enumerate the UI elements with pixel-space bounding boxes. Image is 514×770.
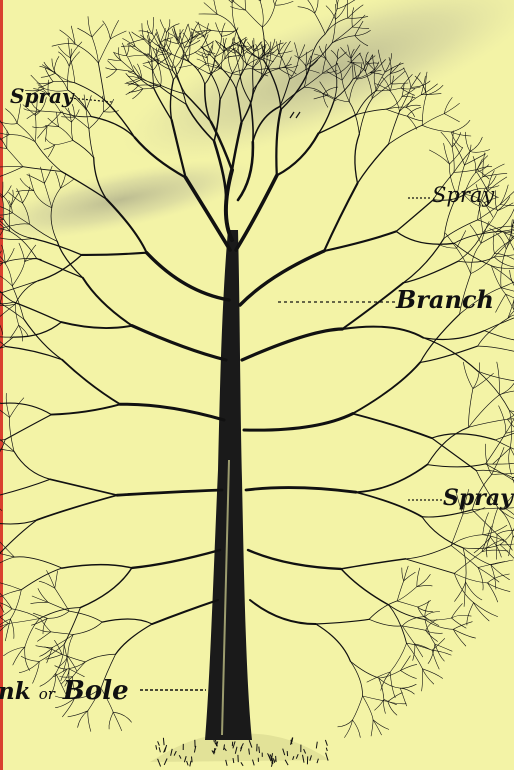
label-branch: Branch	[396, 288, 494, 312]
label-spray-right-bottom: Spray	[443, 487, 513, 509]
label-spray-right-top: Spray	[432, 185, 494, 206]
label-trunk-or-bole: nk or Bole	[0, 678, 129, 704]
label-trunk-connector: or	[39, 685, 55, 703]
page-edge	[0, 0, 3, 770]
label-trunk-suffix: Bole	[63, 676, 129, 706]
label-trunk-prefix: nk	[0, 678, 31, 705]
label-spray-top-left: Spray	[10, 86, 74, 106]
